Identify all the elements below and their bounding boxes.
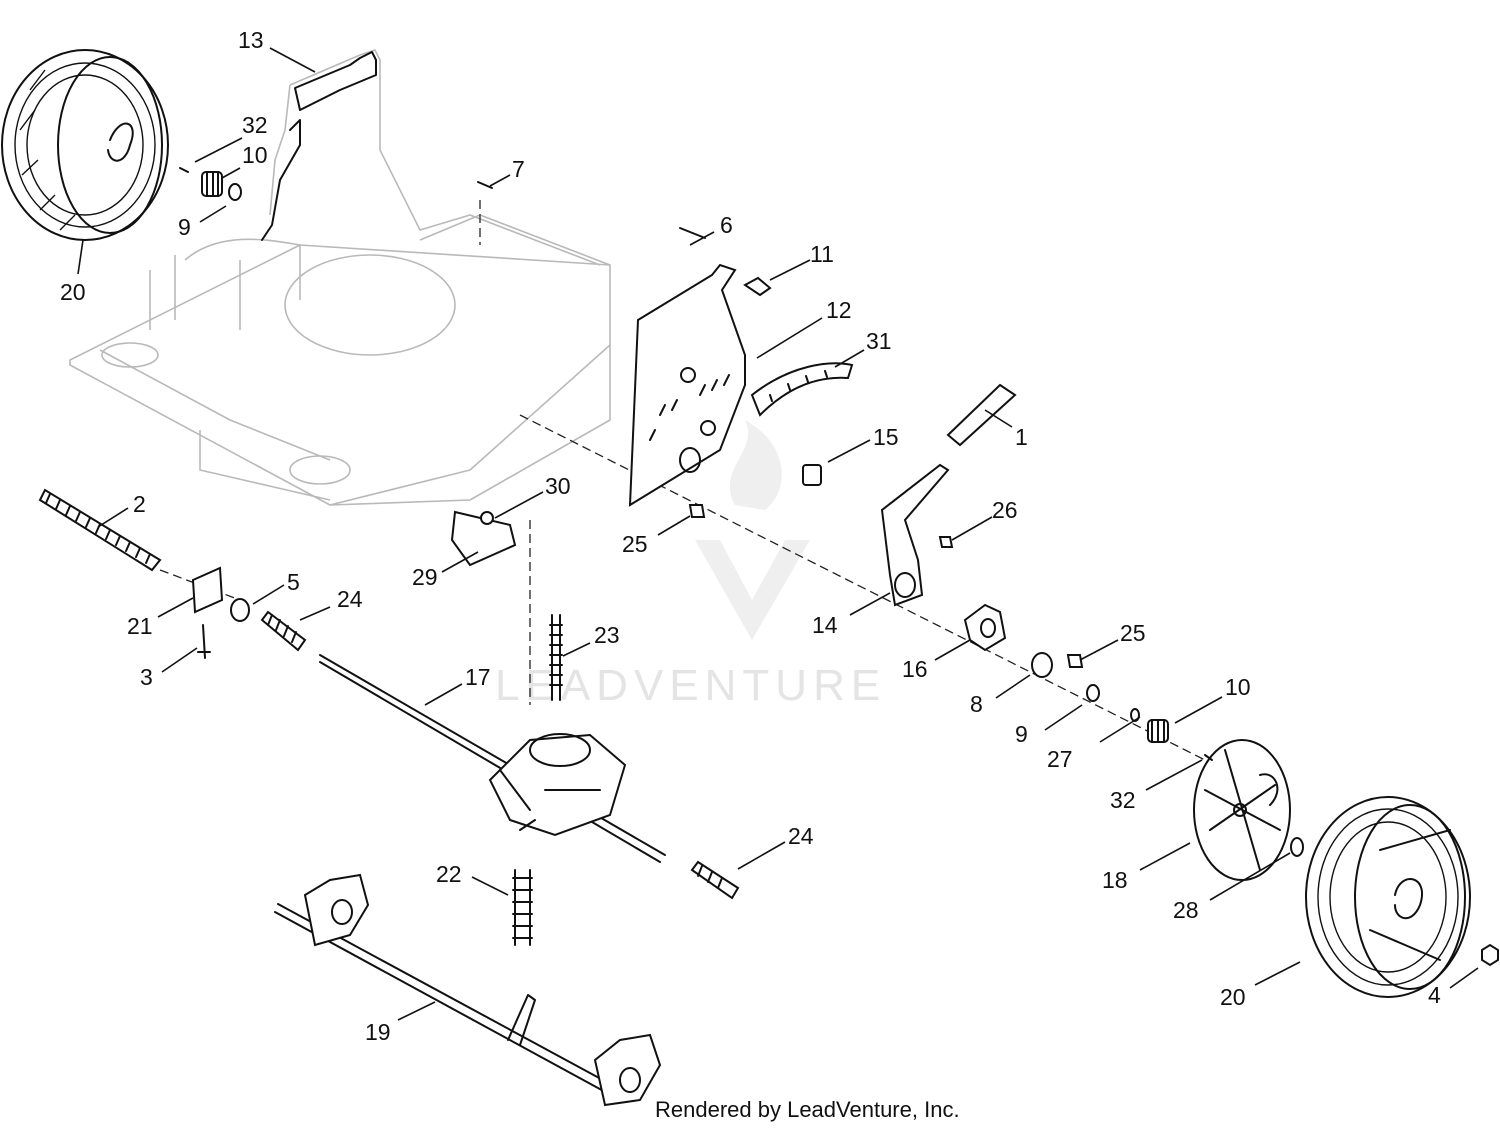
callout-2: 2 xyxy=(133,491,146,517)
callout-29: 29 xyxy=(412,564,438,590)
callout-32a: 32 xyxy=(1110,787,1136,813)
callout-21: 21 xyxy=(127,613,153,639)
callout-32b: 32 xyxy=(242,112,268,138)
bracket-21 xyxy=(191,566,224,614)
spring-24-lower xyxy=(690,860,740,900)
screw-3 xyxy=(197,624,211,659)
nut-4 xyxy=(1481,943,1499,967)
bolt-25-right xyxy=(1066,654,1084,668)
leader-lines xyxy=(77,47,1479,1021)
bushing-5 xyxy=(230,598,250,622)
pin-32-left xyxy=(179,167,189,173)
pivot-bracket xyxy=(963,603,1007,652)
callout-9a: 9 xyxy=(178,214,191,240)
washer-28 xyxy=(1290,837,1304,857)
spring-22 xyxy=(512,869,533,946)
callout-17: 17 xyxy=(465,664,491,690)
watermark-logo xyxy=(695,420,810,640)
callout-8: 8 xyxy=(970,691,983,717)
callout-30: 30 xyxy=(545,473,571,499)
pinion-gear-right xyxy=(1147,719,1169,743)
callout-5: 5 xyxy=(287,569,300,595)
bolt-25-left xyxy=(688,504,706,518)
clip-11 xyxy=(743,276,772,297)
handle-bracket xyxy=(261,49,601,266)
callout-24b: 24 xyxy=(788,823,814,849)
pinion-gear-left xyxy=(201,171,223,197)
callout-10a: 10 xyxy=(242,142,268,168)
callout-12: 12 xyxy=(826,297,852,323)
callout-22: 22 xyxy=(436,861,462,887)
callout-15: 15 xyxy=(873,424,899,450)
wheel-front-right xyxy=(1305,796,1471,998)
callout-16: 16 xyxy=(902,656,928,682)
callout-27: 27 xyxy=(1047,746,1073,772)
callout-14: 14 xyxy=(812,612,838,638)
height-adjust-plate xyxy=(628,263,746,507)
callout-1: 1 xyxy=(1015,424,1028,450)
spring-23 xyxy=(549,614,563,701)
height-adjust-lever xyxy=(880,463,950,607)
callout-4: 4 xyxy=(1428,982,1441,1008)
callout-10b: 10 xyxy=(1225,674,1251,700)
wheel-cover xyxy=(1193,739,1291,881)
callout-7: 7 xyxy=(512,156,525,182)
callout-23: 23 xyxy=(594,622,620,648)
callout-26: 26 xyxy=(992,497,1018,523)
bracket-29 xyxy=(450,510,517,567)
callout-31: 31 xyxy=(866,328,892,354)
mower-deck xyxy=(69,214,611,506)
nut-30 xyxy=(480,511,494,525)
transmission xyxy=(319,654,666,863)
wheel-rear-left xyxy=(1,49,169,241)
spacer-15 xyxy=(802,464,822,486)
washer-9-left xyxy=(228,183,242,201)
spring-2 xyxy=(38,488,162,572)
callout-28: 28 xyxy=(1173,897,1199,923)
grip-1 xyxy=(946,383,1017,447)
callout-9b: 9 xyxy=(1015,721,1028,747)
callout-11: 11 xyxy=(810,241,834,267)
pin-7 xyxy=(477,181,493,189)
callout-20b: 20 xyxy=(1220,984,1246,1010)
callout-24a: 24 xyxy=(337,586,363,612)
index-strip xyxy=(750,362,854,417)
callout-6: 6 xyxy=(720,212,733,238)
bushing-8 xyxy=(1031,652,1053,678)
callout-19: 19 xyxy=(365,1019,391,1045)
spring-24-upper xyxy=(260,610,307,652)
pin-32-right xyxy=(1204,754,1213,761)
callout-25a: 25 xyxy=(622,531,648,557)
callout-25b: 25 xyxy=(1120,620,1146,646)
shaft-19 xyxy=(274,873,662,1107)
callout-18: 18 xyxy=(1102,867,1128,893)
callout-20a: 20 xyxy=(60,279,86,305)
screw-6 xyxy=(679,227,706,239)
washer-9-right xyxy=(1086,684,1100,702)
callout-13: 13 xyxy=(238,27,264,53)
render-credit: Rendered by LeadVenture, Inc. xyxy=(655,1097,960,1122)
bolt-26 xyxy=(938,536,954,548)
callout-3: 3 xyxy=(140,664,153,690)
